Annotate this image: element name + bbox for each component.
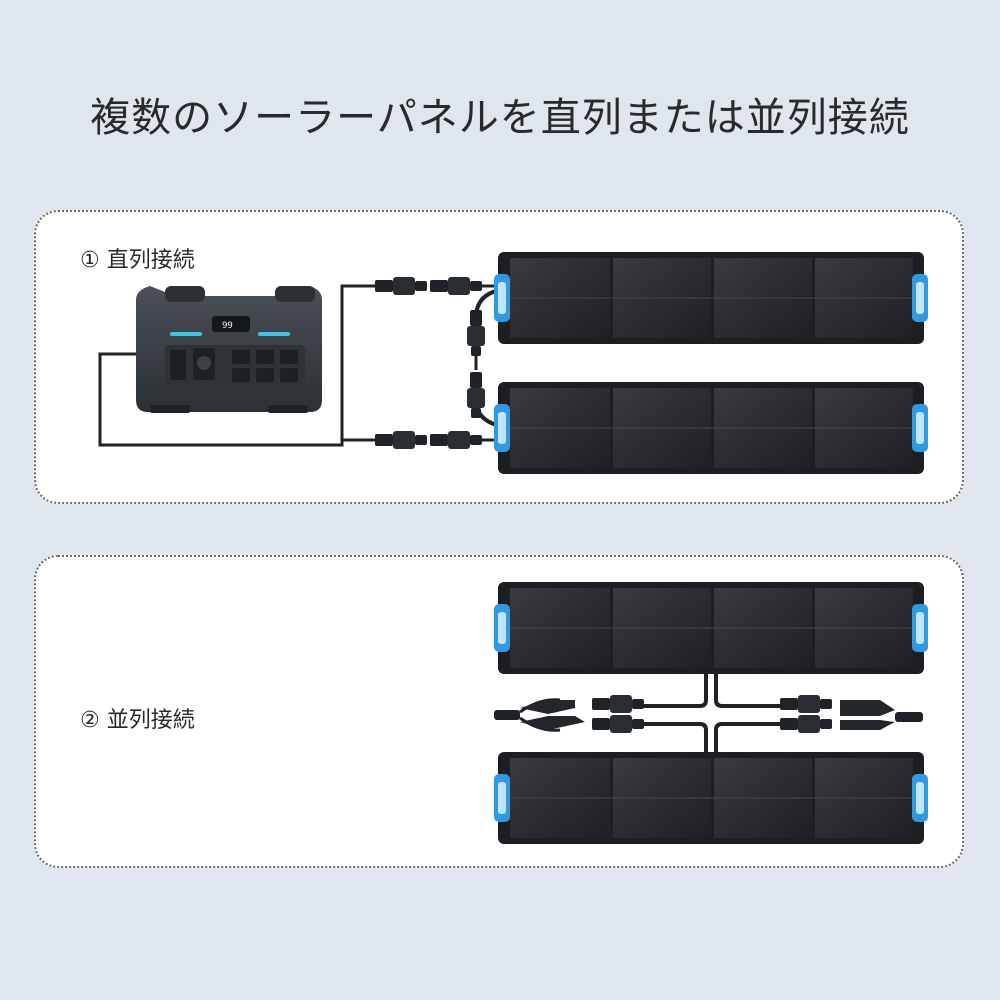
series-connection-label: ① 直列接続 <box>80 248 195 273</box>
series-connector-top-left <box>375 277 427 295</box>
parallel-y-branch-right <box>840 700 923 730</box>
series-connector-bottom-left <box>375 431 427 449</box>
series-solar-panel-top <box>493 251 929 345</box>
parallel-solar-panel-bottom <box>493 751 929 845</box>
series-connector-vertical-top <box>467 310 485 356</box>
series-connector-top-right <box>430 277 482 295</box>
parallel-solar-panel-top <box>493 581 929 675</box>
page-title: 複数のソーラーパネルを直列または並列接続 <box>90 95 910 141</box>
parallel-connection-label: ② 並列接続 <box>80 708 195 733</box>
parallel-connector-right-bottom <box>780 715 832 733</box>
parallel-connector-left-bottom <box>592 715 644 733</box>
parallel-connector-right-top <box>780 695 832 713</box>
station-display-value: 99 <box>222 321 233 331</box>
parallel-cabling <box>640 674 790 752</box>
parallel-y-branch-left <box>494 698 585 732</box>
series-connector-bottom-right <box>430 431 482 449</box>
series-connector-vertical-bottom <box>467 372 485 418</box>
parallel-connector-left-top <box>592 695 644 713</box>
power-station: 99 <box>136 286 322 413</box>
series-solar-panel-bottom <box>493 381 929 475</box>
